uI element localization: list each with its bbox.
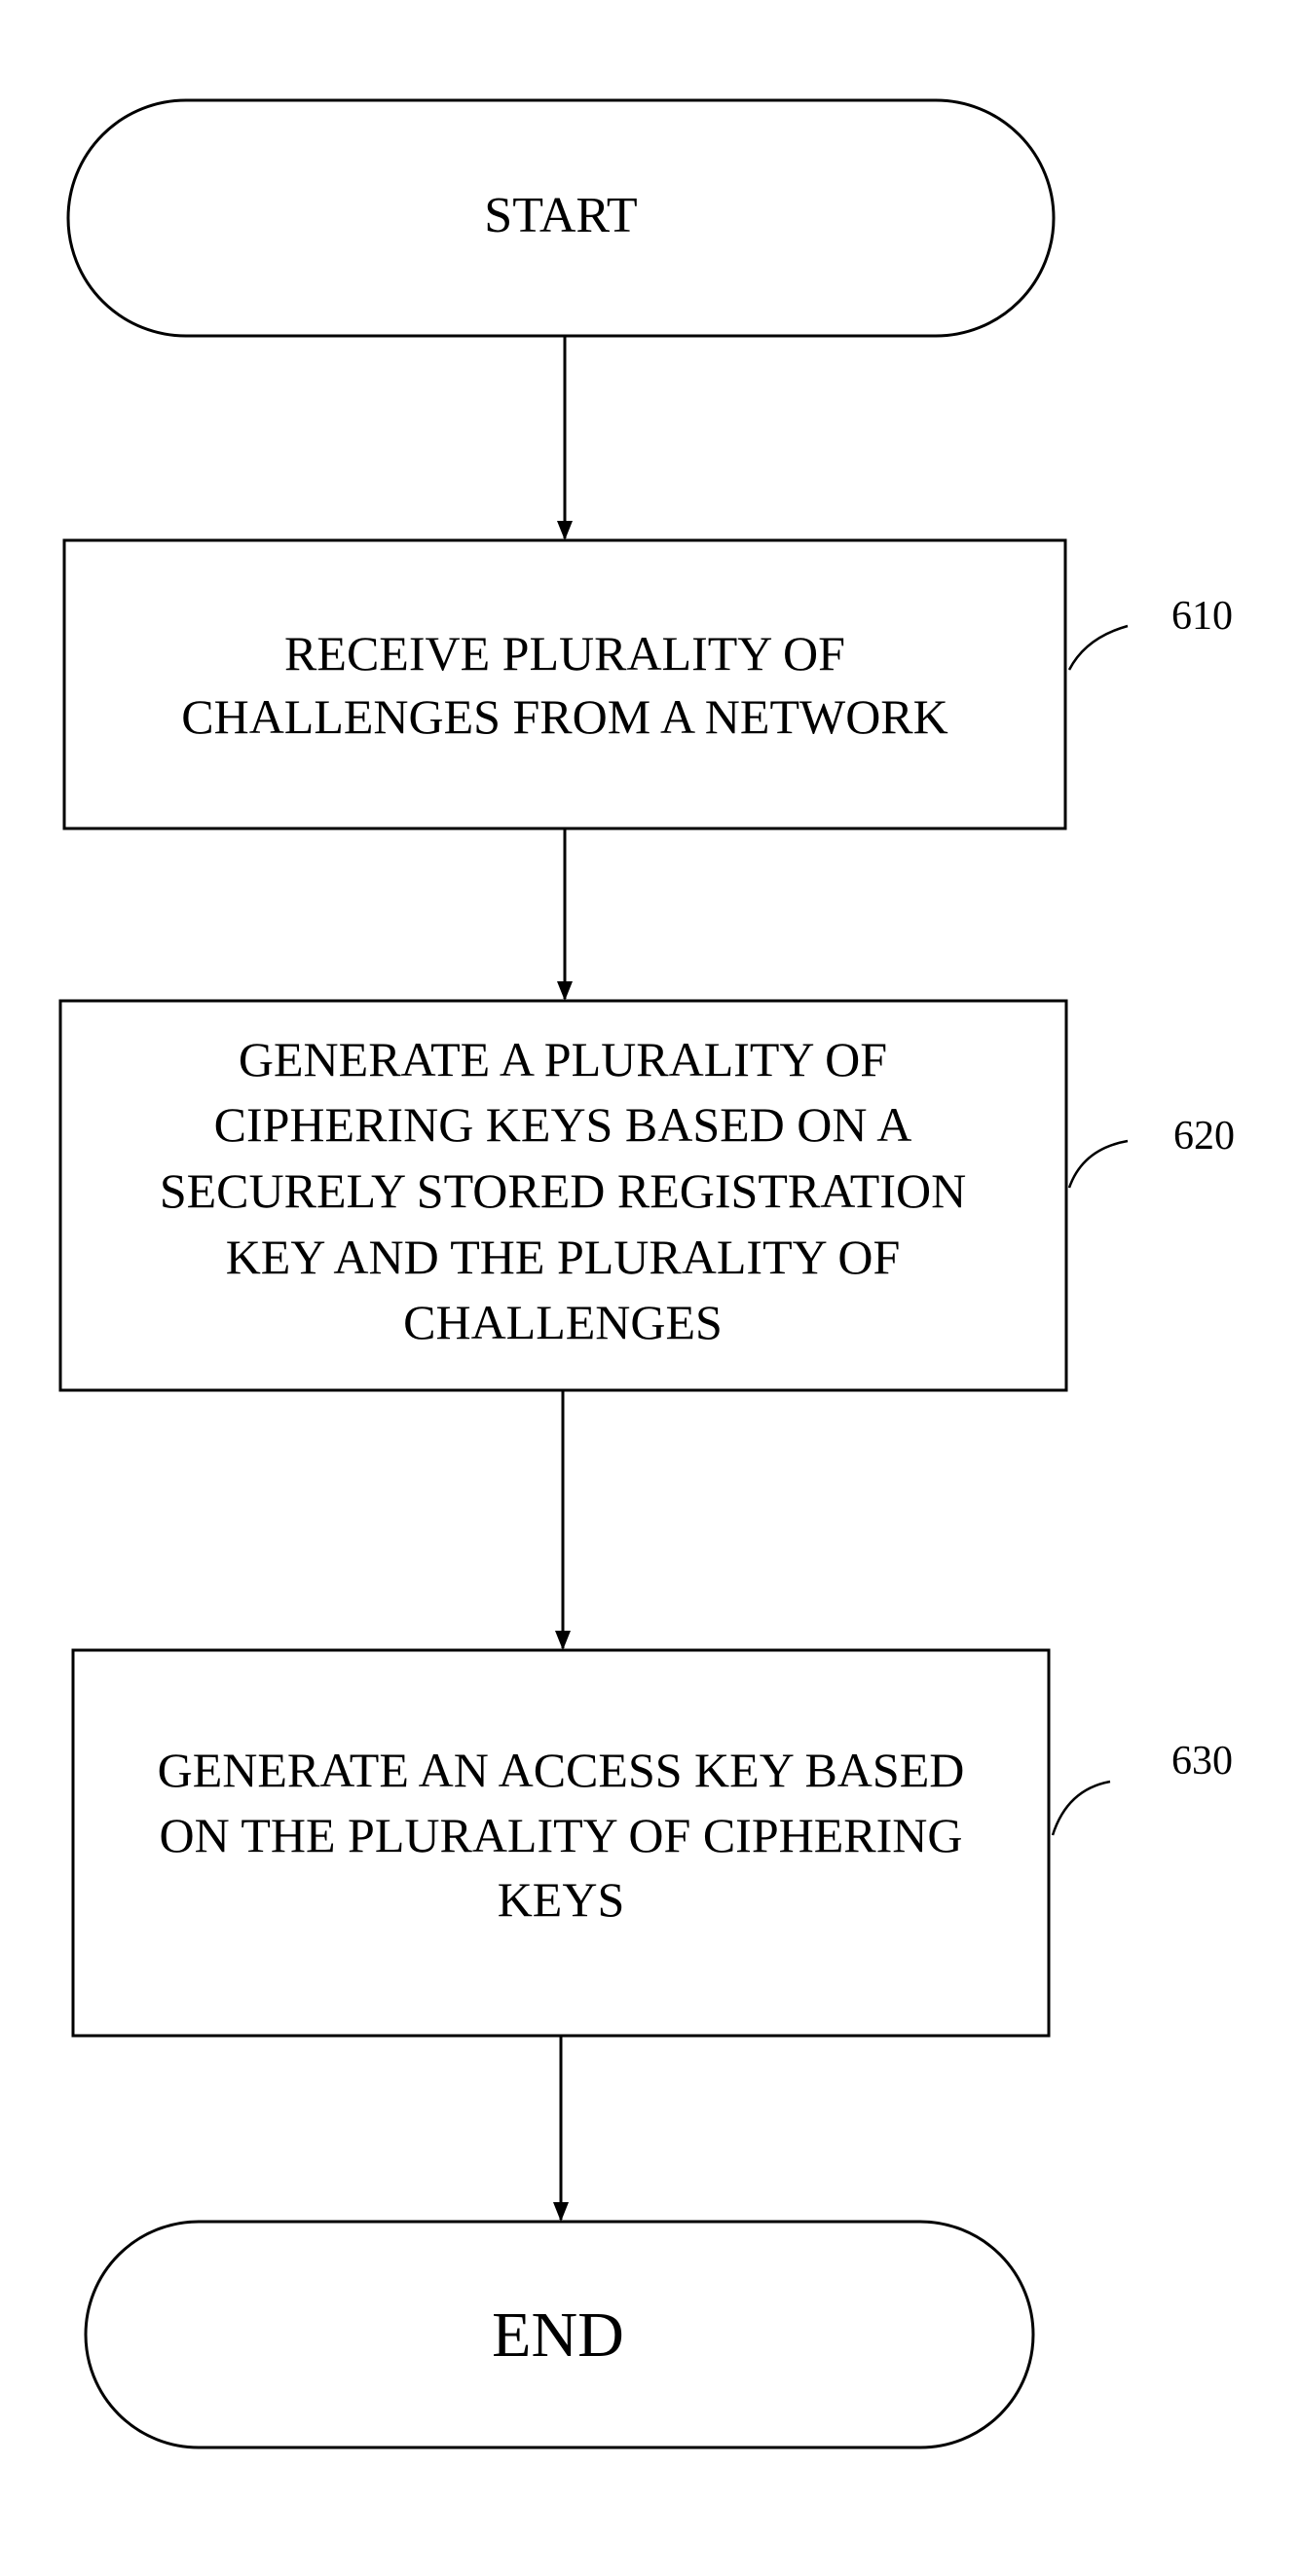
step-610-reference-number: 610 <box>1171 594 1233 639</box>
step-620-reference-number: 620 <box>1173 1114 1235 1159</box>
step-620-line-5: CHALLENGES <box>403 1295 723 1349</box>
step-630-line-2: ON THE PLURALITY OF CIPHERING <box>160 1808 963 1862</box>
step-620: GENERATE A PLURALITY OF CIPHERING KEYS B… <box>60 1001 1066 1390</box>
step-610: RECEIVE PLURALITY OF CHALLENGES FROM A N… <box>64 540 1065 828</box>
step-610-line-1: RECEIVE PLURALITY OF <box>284 626 845 681</box>
end-label: END <box>492 2300 624 2371</box>
step-630-line-1: GENERATE AN ACCESS KEY BASED <box>158 1743 965 1797</box>
step-610-leader <box>1069 626 1128 670</box>
start-terminal: START <box>68 100 1054 336</box>
start-label: START <box>484 188 637 243</box>
step-610-box <box>64 540 1065 828</box>
step-630-line-3: KEYS <box>498 1872 625 1927</box>
step-630-leader <box>1053 1782 1110 1835</box>
step-620-leader <box>1069 1141 1128 1188</box>
step-610-line-2: CHALLENGES FROM A NETWORK <box>181 689 948 744</box>
step-620-line-4: KEY AND THE PLURALITY OF <box>226 1230 901 1284</box>
end-terminal: END <box>86 2222 1033 2447</box>
step-620-line-1: GENERATE A PLURALITY OF <box>239 1032 887 1086</box>
step-620-line-2: CIPHERING KEYS BASED ON A <box>214 1097 912 1152</box>
step-630: GENERATE AN ACCESS KEY BASED ON THE PLUR… <box>73 1650 1049 2036</box>
step-630-reference-number: 630 <box>1171 1739 1233 1784</box>
step-620-line-3: SECURELY STORED REGISTRATION <box>160 1163 966 1218</box>
